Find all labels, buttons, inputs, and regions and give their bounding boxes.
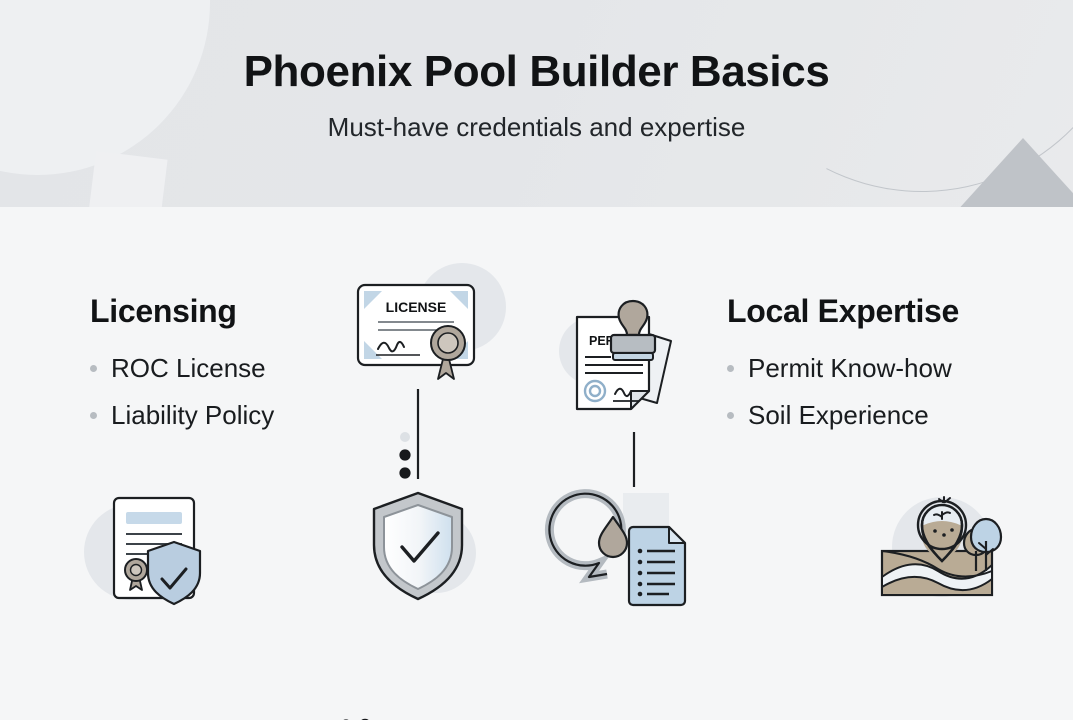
certificate-label: LICENSE: [386, 299, 447, 315]
licensing-heading: Licensing: [90, 293, 237, 329]
section-local-expertise: Local Expertise Permit Know-how Soil Exp…: [537, 207, 1073, 720]
page-subtitle: Must-have credentials and expertise: [327, 112, 746, 142]
header-banner: Phoenix Pool Builder Basics Must-have cr…: [0, 0, 1073, 207]
document-seal-shield-icon: [82, 490, 212, 610]
expertise-bullet-label: Permit Know-how: [748, 352, 952, 383]
list-item: Liability Policy: [90, 398, 274, 433]
page-title: Phoenix Pool Builder Basics: [243, 47, 830, 96]
bullet-dot-icon: [90, 411, 97, 419]
licensing-text-block: Licensing ROC License Liability Policy: [90, 293, 274, 445]
licensing-bullet-label: Liability Policy: [111, 399, 275, 430]
permit-stamp-icon: PERMIT: [559, 295, 709, 430]
expertise-text-block: Local Expertise Permit Know-how Soil Exp…: [727, 293, 960, 445]
soil-landscape-pin-icon: [870, 485, 1005, 605]
licensing-bullet-list: ROC License Liability Policy: [90, 329, 274, 433]
horizontal-connector-left: [205, 707, 380, 720]
expertise-bullet-label: Soil Experience: [748, 399, 929, 430]
horizontal-connector-right: [707, 712, 882, 720]
license-certificate-icon: LICENSE: [348, 263, 508, 387]
expertise-bullet-list: Permit Know-how Soil Experience: [727, 329, 959, 433]
list-item: Soil Experience: [727, 398, 959, 433]
shield-check-icon: [370, 485, 480, 605]
content-area: Licensing ROC License Liability Policy: [0, 207, 1073, 720]
bullet-dot-icon: [727, 364, 734, 372]
list-item: Permit Know-how: [727, 351, 959, 386]
bullet-dot-icon: [727, 411, 734, 419]
section-licensing: Licensing ROC License Liability Policy: [0, 207, 536, 720]
list-item: ROC License: [90, 351, 274, 386]
vertical-connector-left: [392, 389, 432, 489]
licensing-bullet-label: ROC License: [111, 352, 266, 383]
header-text-group: Phoenix Pool Builder Basics Must-have cr…: [0, 0, 1073, 142]
header-decor-rectangle: [84, 150, 168, 207]
expertise-heading: Local Expertise: [727, 293, 960, 329]
vertical-connector-right: [627, 432, 641, 492]
water-drop-checklist-icon: [544, 489, 702, 609]
bullet-dot-icon: [90, 364, 97, 372]
header-decor-triangle: [955, 138, 1073, 207]
